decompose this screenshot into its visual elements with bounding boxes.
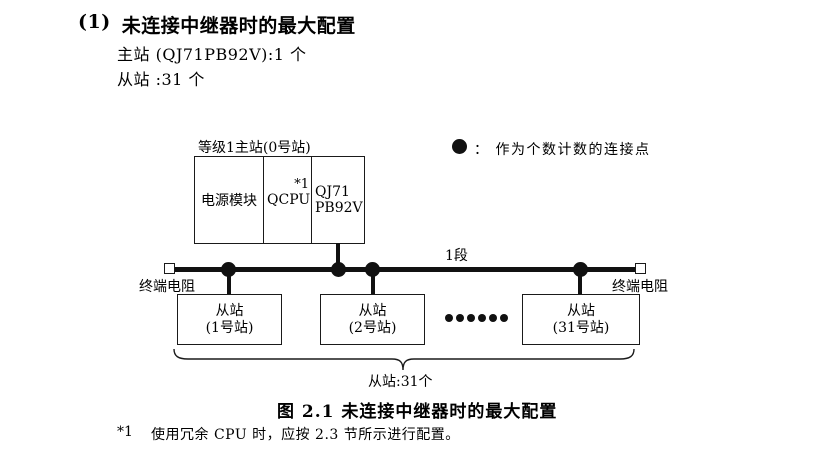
underbrace [173, 348, 635, 371]
legend-text: ： 作为个数计数的连接点 [474, 142, 651, 158]
terminating-resistor-left-label: 终端电阻 [139, 279, 195, 295]
counting-point-icon [452, 139, 467, 154]
slave1-drop-line [227, 271, 231, 295]
slave1-line2: (1号站) [205, 319, 254, 336]
terminating-resistor-right-icon [635, 263, 646, 274]
slave2-line2: (2号站) [348, 319, 397, 336]
slave3-drop-line [578, 271, 582, 295]
bus-line [175, 267, 636, 272]
figure-caption: 图 2.1 未连接中继器时的最大配置 [277, 402, 558, 422]
section-title: 未连接中继器时的最大配置 [121, 15, 356, 37]
footnote-text: 使用冗余 CPU 时，应按 2.3 节所示进行配置。 [151, 427, 460, 443]
master-station-label: 等级1主站(0号站) [198, 140, 311, 156]
connection-node-3 [573, 262, 588, 277]
section-heading: (1) 未连接中继器时的最大配置 [78, 11, 356, 38]
cpu-footnote-ref: *1 [294, 177, 309, 192]
spec-master-count: 主站 (QJ71PB92V):1 个 [117, 45, 307, 64]
segment-label: 1段 [445, 248, 468, 264]
network-module-line1: QJ71 [315, 184, 350, 200]
cpu-module-label: QCPU [267, 192, 311, 208]
network-module-line2: PB92V [315, 200, 363, 216]
connection-node-1 [221, 262, 236, 277]
slave-station-box-2: 从站 (2号站) [320, 294, 425, 345]
ellipsis-dots-icon [445, 314, 508, 322]
master-station-box: 电源模块 *1 QCPU QJ71 PB92V [194, 156, 365, 244]
brace-label: 从站:31个 [368, 374, 433, 390]
slave-station-box-1: 从站 (1号站) [177, 294, 282, 345]
spec-slave-count: 从站 :31 个 [117, 70, 205, 89]
slave3-line2: (31号站) [552, 319, 610, 336]
cpu-module-cell: *1 QCPU [263, 157, 311, 243]
master-drop-line [336, 243, 340, 268]
section-index: (1) [78, 11, 111, 33]
connection-node-master [331, 262, 346, 277]
footnote-marker: *1 [117, 424, 133, 440]
power-module-cell: 电源模块 [201, 193, 257, 209]
slave1-line1: 从站 [215, 302, 244, 319]
terminating-resistor-right-label: 终端电阻 [612, 279, 668, 295]
slave-station-box-3: 从站 (31号站) [522, 294, 640, 345]
slave2-line1: 从站 [358, 302, 387, 319]
slave2-drop-line [371, 271, 375, 295]
network-module-cell: QJ71 PB92V [311, 157, 364, 243]
connection-node-2 [365, 262, 380, 277]
slave3-line1: 从站 [567, 302, 595, 319]
terminating-resistor-left-icon [164, 263, 175, 274]
